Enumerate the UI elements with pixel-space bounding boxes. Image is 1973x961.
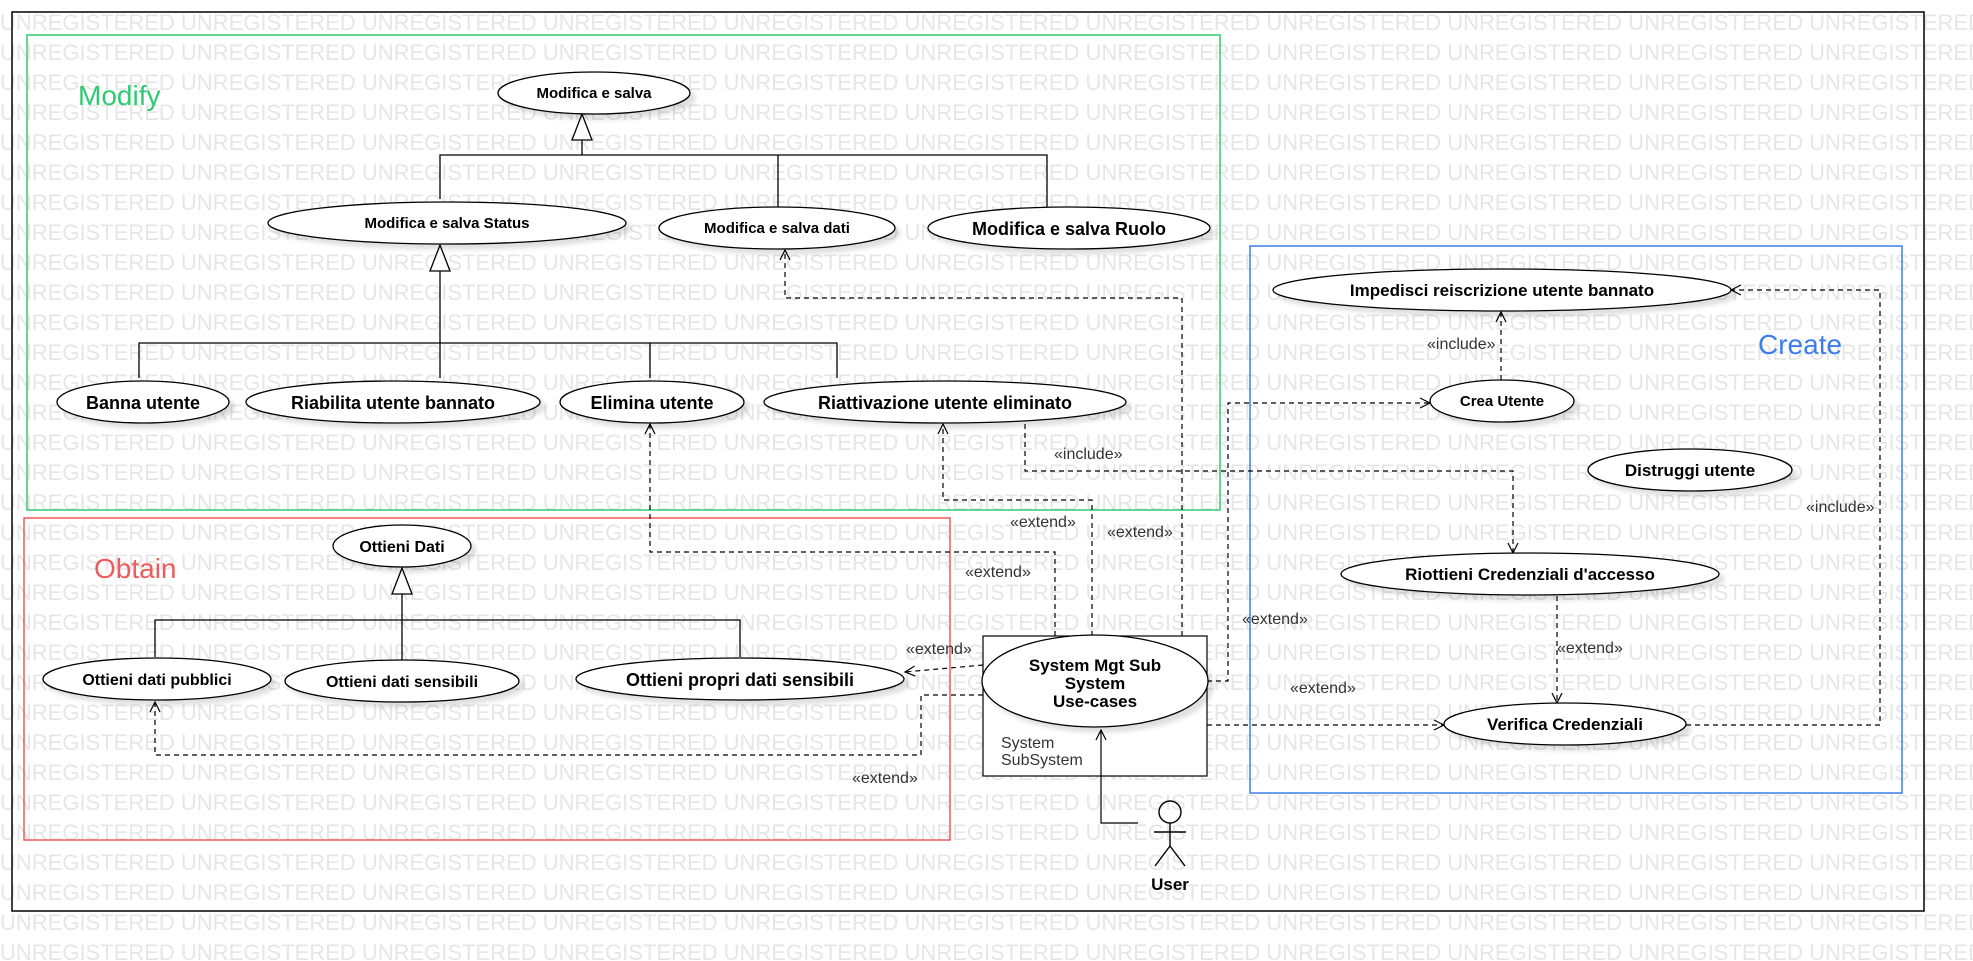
use-case-elimina-utente[interactable]: [559, 380, 745, 424]
use-case-label: System: [1065, 674, 1125, 693]
modify-group-label: Modify: [78, 80, 160, 111]
use-case-distruggi-utente[interactable]: [1587, 448, 1793, 492]
include-label: «include»: [1054, 446, 1123, 463]
use-case-crea-utente[interactable]: [1429, 379, 1575, 423]
use-case-label: Verifica Credenziali: [1487, 715, 1643, 734]
use-case-system-mgt[interactable]: [981, 634, 1209, 728]
create-group-label: Create: [1758, 329, 1842, 360]
generalization-lines: [138, 118, 1048, 660]
use-case-riattivazione[interactable]: [763, 380, 1127, 424]
use-case-modifica-status[interactable]: [267, 201, 627, 245]
watermark-text: UNREGISTERED UNREGISTERED UNREGISTERED U…: [0, 820, 1973, 845]
use-case-label: Impedisci reiscrizione utente bannato: [1350, 281, 1654, 300]
extend-label: «extend»: [1557, 640, 1623, 657]
use-case-riottieni-credenziali[interactable]: [1340, 552, 1720, 596]
watermark-text: UNREGISTERED UNREGISTERED UNREGISTERED U…: [0, 250, 1973, 275]
extend-line-pubblici: [155, 694, 983, 756]
use-case-label: Ottieni Dati: [359, 539, 444, 556]
modify-group-box: [26, 34, 1221, 511]
watermark-text: UNREGISTERED UNREGISTERED UNREGISTERED U…: [0, 10, 1973, 35]
use-case-ottieni-sensibili[interactable]: [284, 659, 520, 703]
obtain-group-label: Obtain: [94, 553, 177, 584]
use-case-label: System Mgt Sub: [1029, 656, 1161, 675]
watermark-text: UNREGISTERED UNREGISTERED UNREGISTERED U…: [0, 850, 1973, 875]
use-case-label: Riabilita utente bannato: [291, 393, 495, 413]
extend-label: «extend»: [965, 564, 1031, 581]
use-case-impedisci[interactable]: [1272, 268, 1732, 312]
include-label: «include»: [1806, 499, 1875, 516]
watermark-text: UNREGISTERED UNREGISTERED UNREGISTERED U…: [0, 70, 1973, 95]
use-case-label: Use-cases: [1053, 692, 1137, 711]
extend-label: «extend»: [1010, 514, 1076, 531]
use-case-banna-utente[interactable]: [56, 380, 230, 424]
watermark-text: UNREGISTERED UNREGISTERED UNREGISTERED U…: [0, 940, 1973, 961]
watermark-text: UNREGISTERED UNREGISTERED UNREGISTERED U…: [0, 490, 1973, 515]
use-case-label: Modifica e salva Status: [364, 215, 529, 232]
include-line-riattivazione: [1024, 424, 1513, 553]
use-case-ottieni-pubblici[interactable]: [42, 657, 272, 701]
obtain-group-box: [23, 517, 951, 841]
use-case-riabilita-utente[interactable]: [245, 380, 541, 424]
use-case-label: Ottieni dati pubblici: [82, 672, 231, 689]
subsystem-label: SubSystem: [1001, 752, 1083, 769]
use-case-label: Banna utente: [86, 393, 200, 413]
watermark-text: UNREGISTERED UNREGISTERED UNREGISTERED U…: [0, 520, 1973, 545]
extend-label: «extend»: [1242, 611, 1308, 628]
watermark-text: UNREGISTERED UNREGISTERED UNREGISTERED U…: [0, 100, 1973, 125]
extend-label: «extend»: [1107, 524, 1173, 541]
diagram-frame: [11, 11, 1925, 912]
subsystem-label: System: [1001, 735, 1054, 752]
watermark-text: UNREGISTERED UNREGISTERED UNREGISTERED U…: [0, 310, 1973, 335]
extend-line-propri: [905, 664, 984, 672]
actor-user-figure[interactable]: [1154, 800, 1186, 867]
generalization-arrowhead-modifica: [571, 112, 593, 141]
include-label: «include»: [1427, 336, 1496, 353]
watermark-text: UNREGISTERED UNREGISTERED UNREGISTERED U…: [0, 160, 1973, 185]
use-case-label: Modifica e salva dati: [704, 220, 850, 237]
actor-association-line: [1101, 730, 1138, 824]
watermark-text: UNREGISTERED UNREGISTERED UNREGISTERED U…: [0, 790, 1973, 815]
generalization-arrowhead-ottieni: [391, 566, 413, 595]
extend-line-modifica-dati: [785, 250, 1183, 636]
extend-label: «extend»: [852, 770, 918, 787]
extend-line-crea: [1207, 403, 1430, 682]
use-case-verifica-credenziali[interactable]: [1443, 702, 1687, 746]
extend-label: «extend»: [1290, 680, 1356, 697]
include-line-verifica: [1686, 290, 1881, 726]
use-case-ottieni-propri[interactable]: [575, 657, 905, 701]
use-case-label: Elimina utente: [590, 393, 713, 413]
use-case-label: Crea Utente: [1460, 393, 1544, 410]
watermark-text: UNREGISTERED UNREGISTERED UNREGISTERED U…: [0, 130, 1973, 155]
extend-line-riattivazione: [943, 424, 1093, 636]
watermark-text: UNREGISTERED UNREGISTERED UNREGISTERED U…: [0, 880, 1973, 905]
use-case-modifica-ruolo[interactable]: [927, 206, 1211, 250]
use-case-label: Riattivazione utente eliminato: [818, 393, 1072, 413]
use-case-label: Ottieni dati sensibili: [326, 674, 478, 691]
use-case-label: Modifica e salva: [536, 85, 652, 102]
use-case-label: Modifica e salva Ruolo: [972, 219, 1166, 239]
extend-line-elimina: [650, 424, 1056, 636]
extend-label: «extend»: [906, 641, 972, 658]
use-case-ottieni-dati[interactable]: [332, 524, 472, 568]
watermark-text: UNREGISTERED UNREGISTERED UNREGISTERED U…: [0, 910, 1973, 935]
create-group-box: [1249, 245, 1903, 794]
generalization-arrowhead-status: [429, 243, 451, 272]
use-case-modifica-e-salva[interactable]: [497, 71, 691, 115]
use-case-modifica-dati[interactable]: [658, 206, 896, 250]
watermark-text: UNREGISTERED UNREGISTERED UNREGISTERED U…: [0, 40, 1973, 65]
watermark-text: UNREGISTERED UNREGISTERED UNREGISTERED U…: [0, 340, 1973, 365]
use-case-label: Ottieni propri dati sensibili: [626, 670, 854, 690]
actor-label: User: [1151, 875, 1189, 894]
use-case-label: Riottieni Credenziali d'accesso: [1405, 565, 1655, 584]
use-case-label: Distruggi utente: [1625, 461, 1755, 480]
dependency-lines: [155, 250, 1881, 756]
watermark-text: UNREGISTERED UNREGISTERED UNREGISTERED U…: [0, 610, 1973, 635]
